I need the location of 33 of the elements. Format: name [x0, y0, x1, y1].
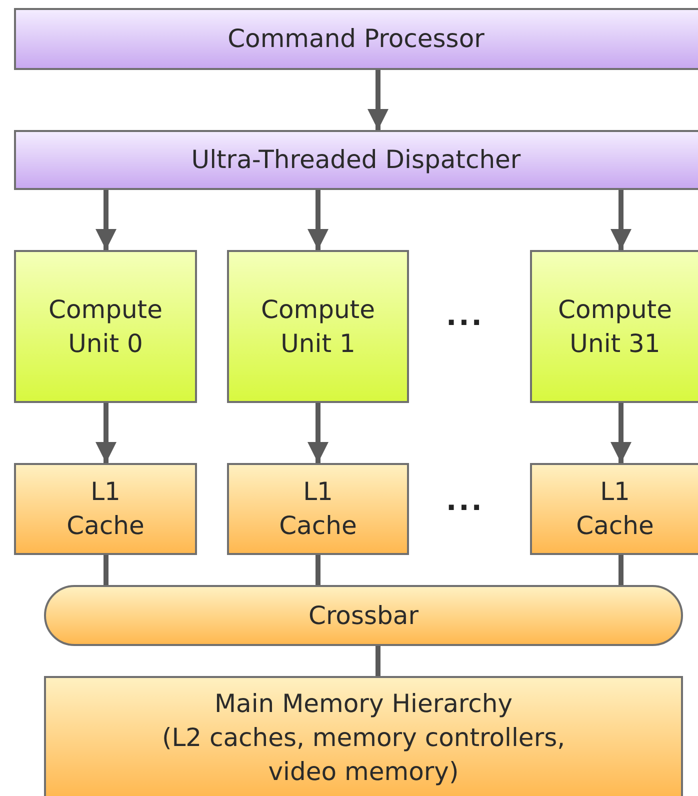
memory-box: [14, 463, 197, 555]
box-label: (L2 caches, memory controllers, video memory): [160, 722, 566, 788]
box-label: Command Processor: [228, 23, 484, 55]
arrow: [308, 403, 328, 463]
box-label: L1 Cache: [278, 476, 358, 542]
arrow: [610, 403, 632, 463]
ellipsis-text: ...: [446, 484, 484, 517]
box-label: Crossbar: [308, 600, 418, 632]
connector-line: [316, 555, 320, 585]
control-box: [14, 8, 698, 70]
compute-unit-box: [530, 250, 698, 403]
box-label: L1 Cache: [575, 476, 655, 542]
arrow: [96, 403, 116, 463]
ellipsis-text: ...: [446, 299, 484, 332]
arrow: [610, 190, 632, 250]
box-label: Compute Unit 31: [556, 294, 673, 360]
connector-line: [104, 555, 108, 585]
memory-box: [44, 676, 683, 796]
box-label: Ultra-Threaded Dispatcher: [191, 144, 521, 176]
box-label: Main Memory Hierarchy: [214, 688, 513, 720]
memory-box: [530, 463, 698, 555]
arrow: [368, 70, 388, 130]
arrow: [96, 190, 116, 250]
connector-line: [618, 555, 624, 585]
memory-box: [227, 463, 409, 555]
box-label: Compute Unit 0: [47, 294, 164, 360]
box-label: L1 Cache: [66, 476, 146, 542]
compute-unit-box: [227, 250, 409, 403]
box-label: Compute Unit 1: [260, 294, 376, 360]
control-box: [14, 130, 698, 190]
arrow: [308, 190, 328, 250]
compute-unit-box: [14, 250, 197, 403]
connector-line: [376, 646, 380, 676]
